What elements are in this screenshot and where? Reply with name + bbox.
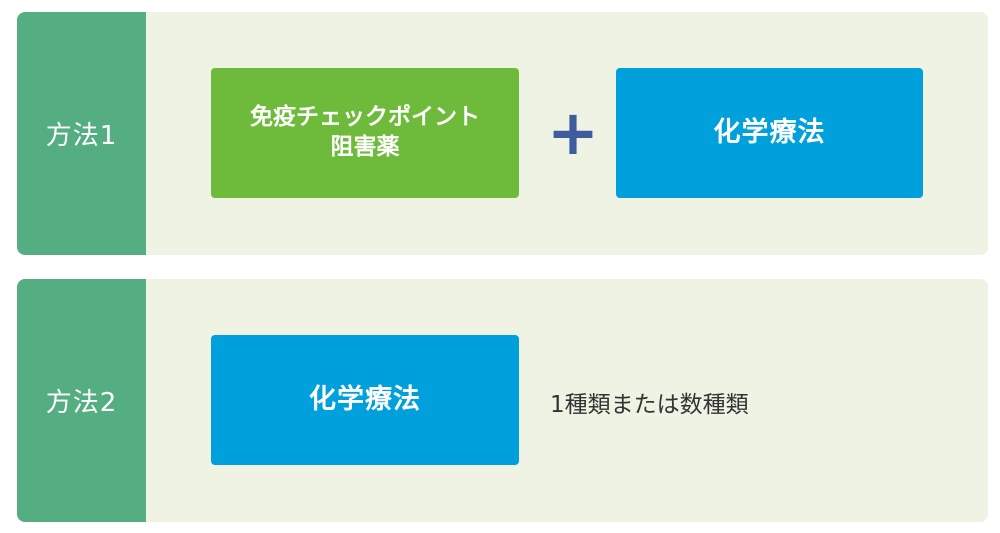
green-box-line-2: 阻害薬 bbox=[330, 134, 400, 160]
chemotherapy-box-2: 化学療法 bbox=[211, 335, 519, 465]
plus-sign: + bbox=[547, 96, 599, 169]
method-1-label: 方法1 bbox=[17, 12, 146, 255]
note-text: 1種類または数種類 bbox=[550, 392, 749, 418]
method-2-row: 方法2 化学療法 1種類または数種類 bbox=[17, 279, 988, 522]
chemotherapy-box-1: 化学療法 bbox=[616, 68, 923, 198]
green-box-line-1: 免疫チェックポイント bbox=[250, 104, 480, 131]
immune-checkpoint-inhibitor-box: 免疫チェックポイント 阻害薬 bbox=[211, 68, 519, 198]
method-1-row: 方法1 免疫チェックポイント 阻害薬 + 化学療法 bbox=[17, 12, 988, 255]
method-2-label: 方法2 bbox=[17, 279, 146, 522]
